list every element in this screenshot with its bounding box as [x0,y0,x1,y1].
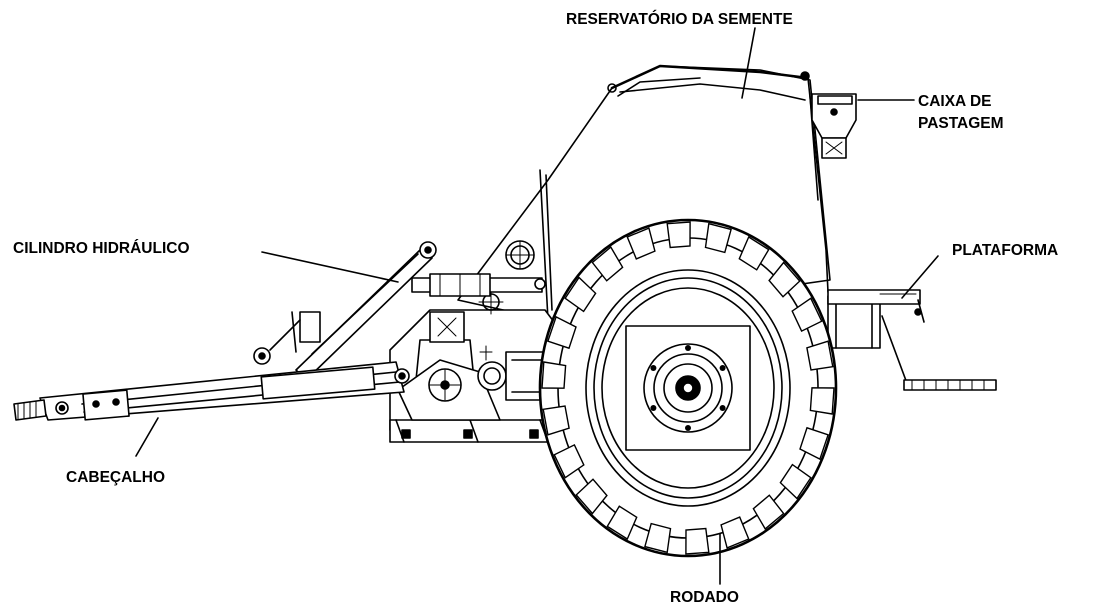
tire-lug [666,221,691,249]
label-cilindro: CILINDRO HIDRÁULICO [13,240,190,257]
tire-lug [575,478,608,515]
tire-lug [779,463,812,500]
tire-lug [720,516,750,549]
tire-lug [542,405,570,436]
tire-lug [606,505,638,541]
hub-bolt [719,365,726,371]
label-cabecalho: CABEÇALHO [66,469,165,486]
tire-lug [799,426,829,461]
tire-lug [564,276,597,313]
tire-lug [738,235,770,271]
chassis-frame [389,240,561,443]
tire-lug [644,522,672,554]
tire-lug [685,527,710,555]
tire-lug [547,315,577,350]
leader-lines [135,27,939,585]
hub-bolt [719,405,726,411]
label-rodado: RODADO [670,589,739,606]
platform [827,289,997,391]
hub-bolt [685,345,691,351]
tire-lug [752,494,785,530]
tire-lug [809,387,835,415]
drawbar [13,361,410,421]
label-plataforma: PLATAFORMA [952,242,1058,259]
label-caixa-line2: PASTAGEM [918,115,1004,132]
tire-lug [704,222,732,254]
hub-bolt [685,425,691,431]
tire-lug [591,246,624,282]
tire-lug [553,443,585,479]
label-reservatorio: RESERVATÓRIO DA SEMENTE [566,10,793,28]
hub-bolt [650,405,657,411]
tire-lug [626,227,656,260]
hub-bolt [650,365,657,371]
tire-lug [806,340,834,371]
tire-lug [541,361,567,389]
tire-lug [768,261,801,298]
tire-lug [791,297,823,333]
wheel [538,218,838,558]
label-caixa-line1: CAIXA DE [918,93,992,110]
pasture-seed-box [811,93,857,159]
